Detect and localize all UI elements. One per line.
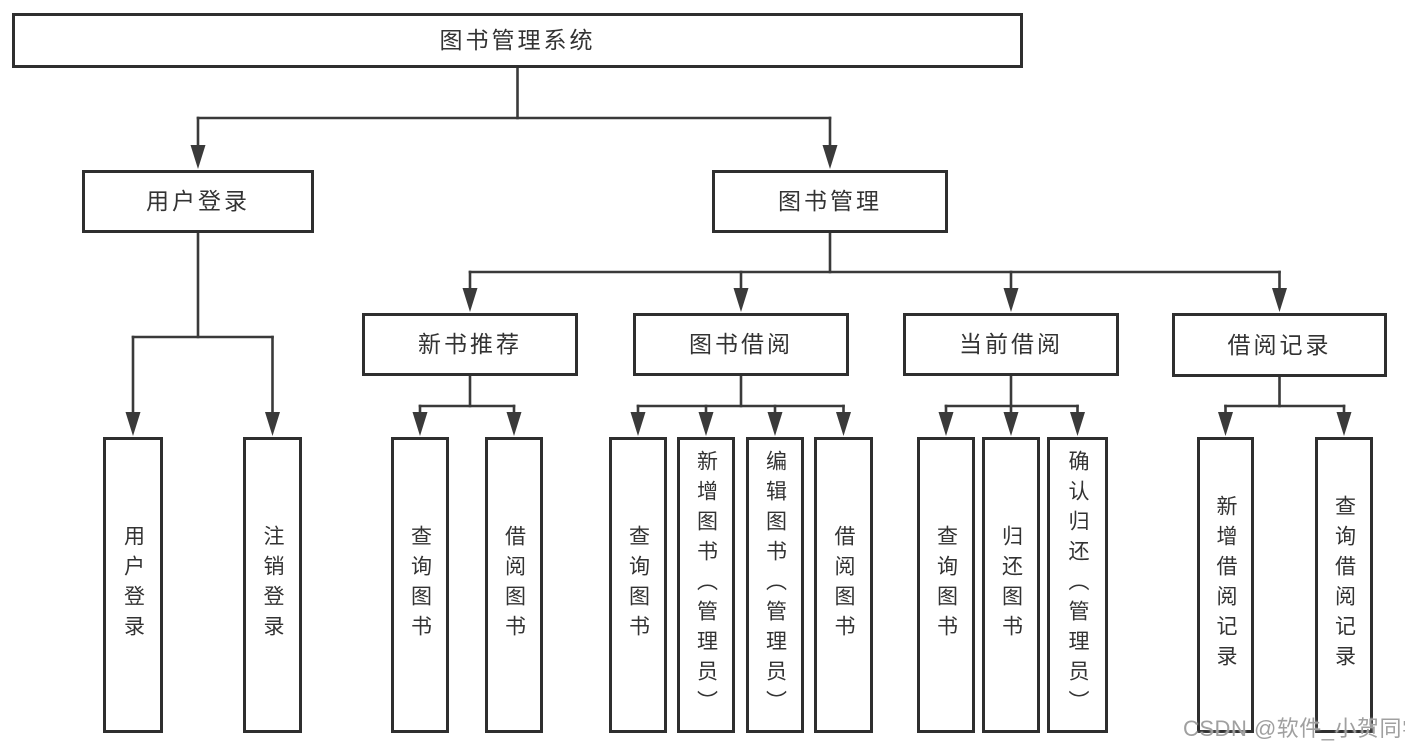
node-user-login-branch: 用户登录 — [82, 170, 314, 233]
node-label: 当前借阅 — [959, 331, 1063, 357]
node-label: 查询借阅记录 — [1332, 495, 1356, 675]
node-label: 查询图书 — [934, 525, 958, 645]
node-leaf-edit-books-admin: 编辑图书（管理员） — [746, 437, 804, 733]
node-label: 用户登录 — [121, 525, 145, 645]
node-library-management-system: 图书管理系统 — [12, 13, 1023, 68]
node-leaf-query-books-borrowing: 查询图书 — [609, 437, 667, 733]
node-label: 用户登录 — [146, 188, 250, 214]
node-leaf-query-borrowing-record: 查询借阅记录 — [1315, 437, 1373, 733]
node-leaf-logout: 注销登录 — [243, 437, 302, 733]
node-label: 图书管理系统 — [439, 27, 596, 53]
node-label: 借阅记录 — [1227, 331, 1332, 358]
node-label: 借阅图书 — [832, 525, 855, 645]
node-label: 确认归还（管理员） — [1066, 450, 1089, 720]
node-label: 新书推荐 — [418, 331, 522, 357]
node-book-management: 图书管理 — [712, 170, 948, 233]
node-leaf-user-login: 用户登录 — [103, 437, 163, 733]
node-leaf-add-borrowing-record: 新增借阅记录 — [1197, 437, 1254, 733]
node-label: 新增图书（管理员） — [694, 450, 718, 720]
node-label: 借阅图书 — [502, 525, 526, 645]
node-label: 注销登录 — [261, 525, 284, 645]
node-book-borrowing: 图书借阅 — [633, 313, 849, 376]
node-leaf-borrow-books-recommend: 借阅图书 — [485, 437, 543, 733]
node-label: 图书借阅 — [689, 331, 793, 357]
node-borrowing-records: 借阅记录 — [1172, 313, 1387, 377]
node-label: 新增借阅记录 — [1214, 495, 1237, 675]
node-label: 归还图书 — [999, 525, 1023, 645]
node-leaf-borrow-books-borrowing: 借阅图书 — [814, 437, 873, 733]
node-current-borrowing: 当前借阅 — [903, 313, 1119, 376]
node-leaf-confirm-return-admin: 确认归还（管理员） — [1047, 437, 1108, 733]
node-label: 查询图书 — [626, 525, 650, 645]
node-leaf-add-books-admin: 新增图书（管理员） — [677, 437, 735, 733]
node-new-book-recommendation: 新书推荐 — [362, 313, 578, 376]
node-label: 图书管理 — [778, 188, 882, 214]
node-label: 编辑图书（管理员） — [763, 450, 787, 720]
node-leaf-return-books: 归还图书 — [982, 437, 1040, 733]
csdn-watermark: CSDN @软件_小贺同学 — [1183, 716, 1405, 741]
node-leaf-query-books-current: 查询图书 — [917, 437, 975, 733]
node-label: 查询图书 — [408, 525, 432, 645]
node-leaf-query-books-recommend: 查询图书 — [391, 437, 449, 733]
